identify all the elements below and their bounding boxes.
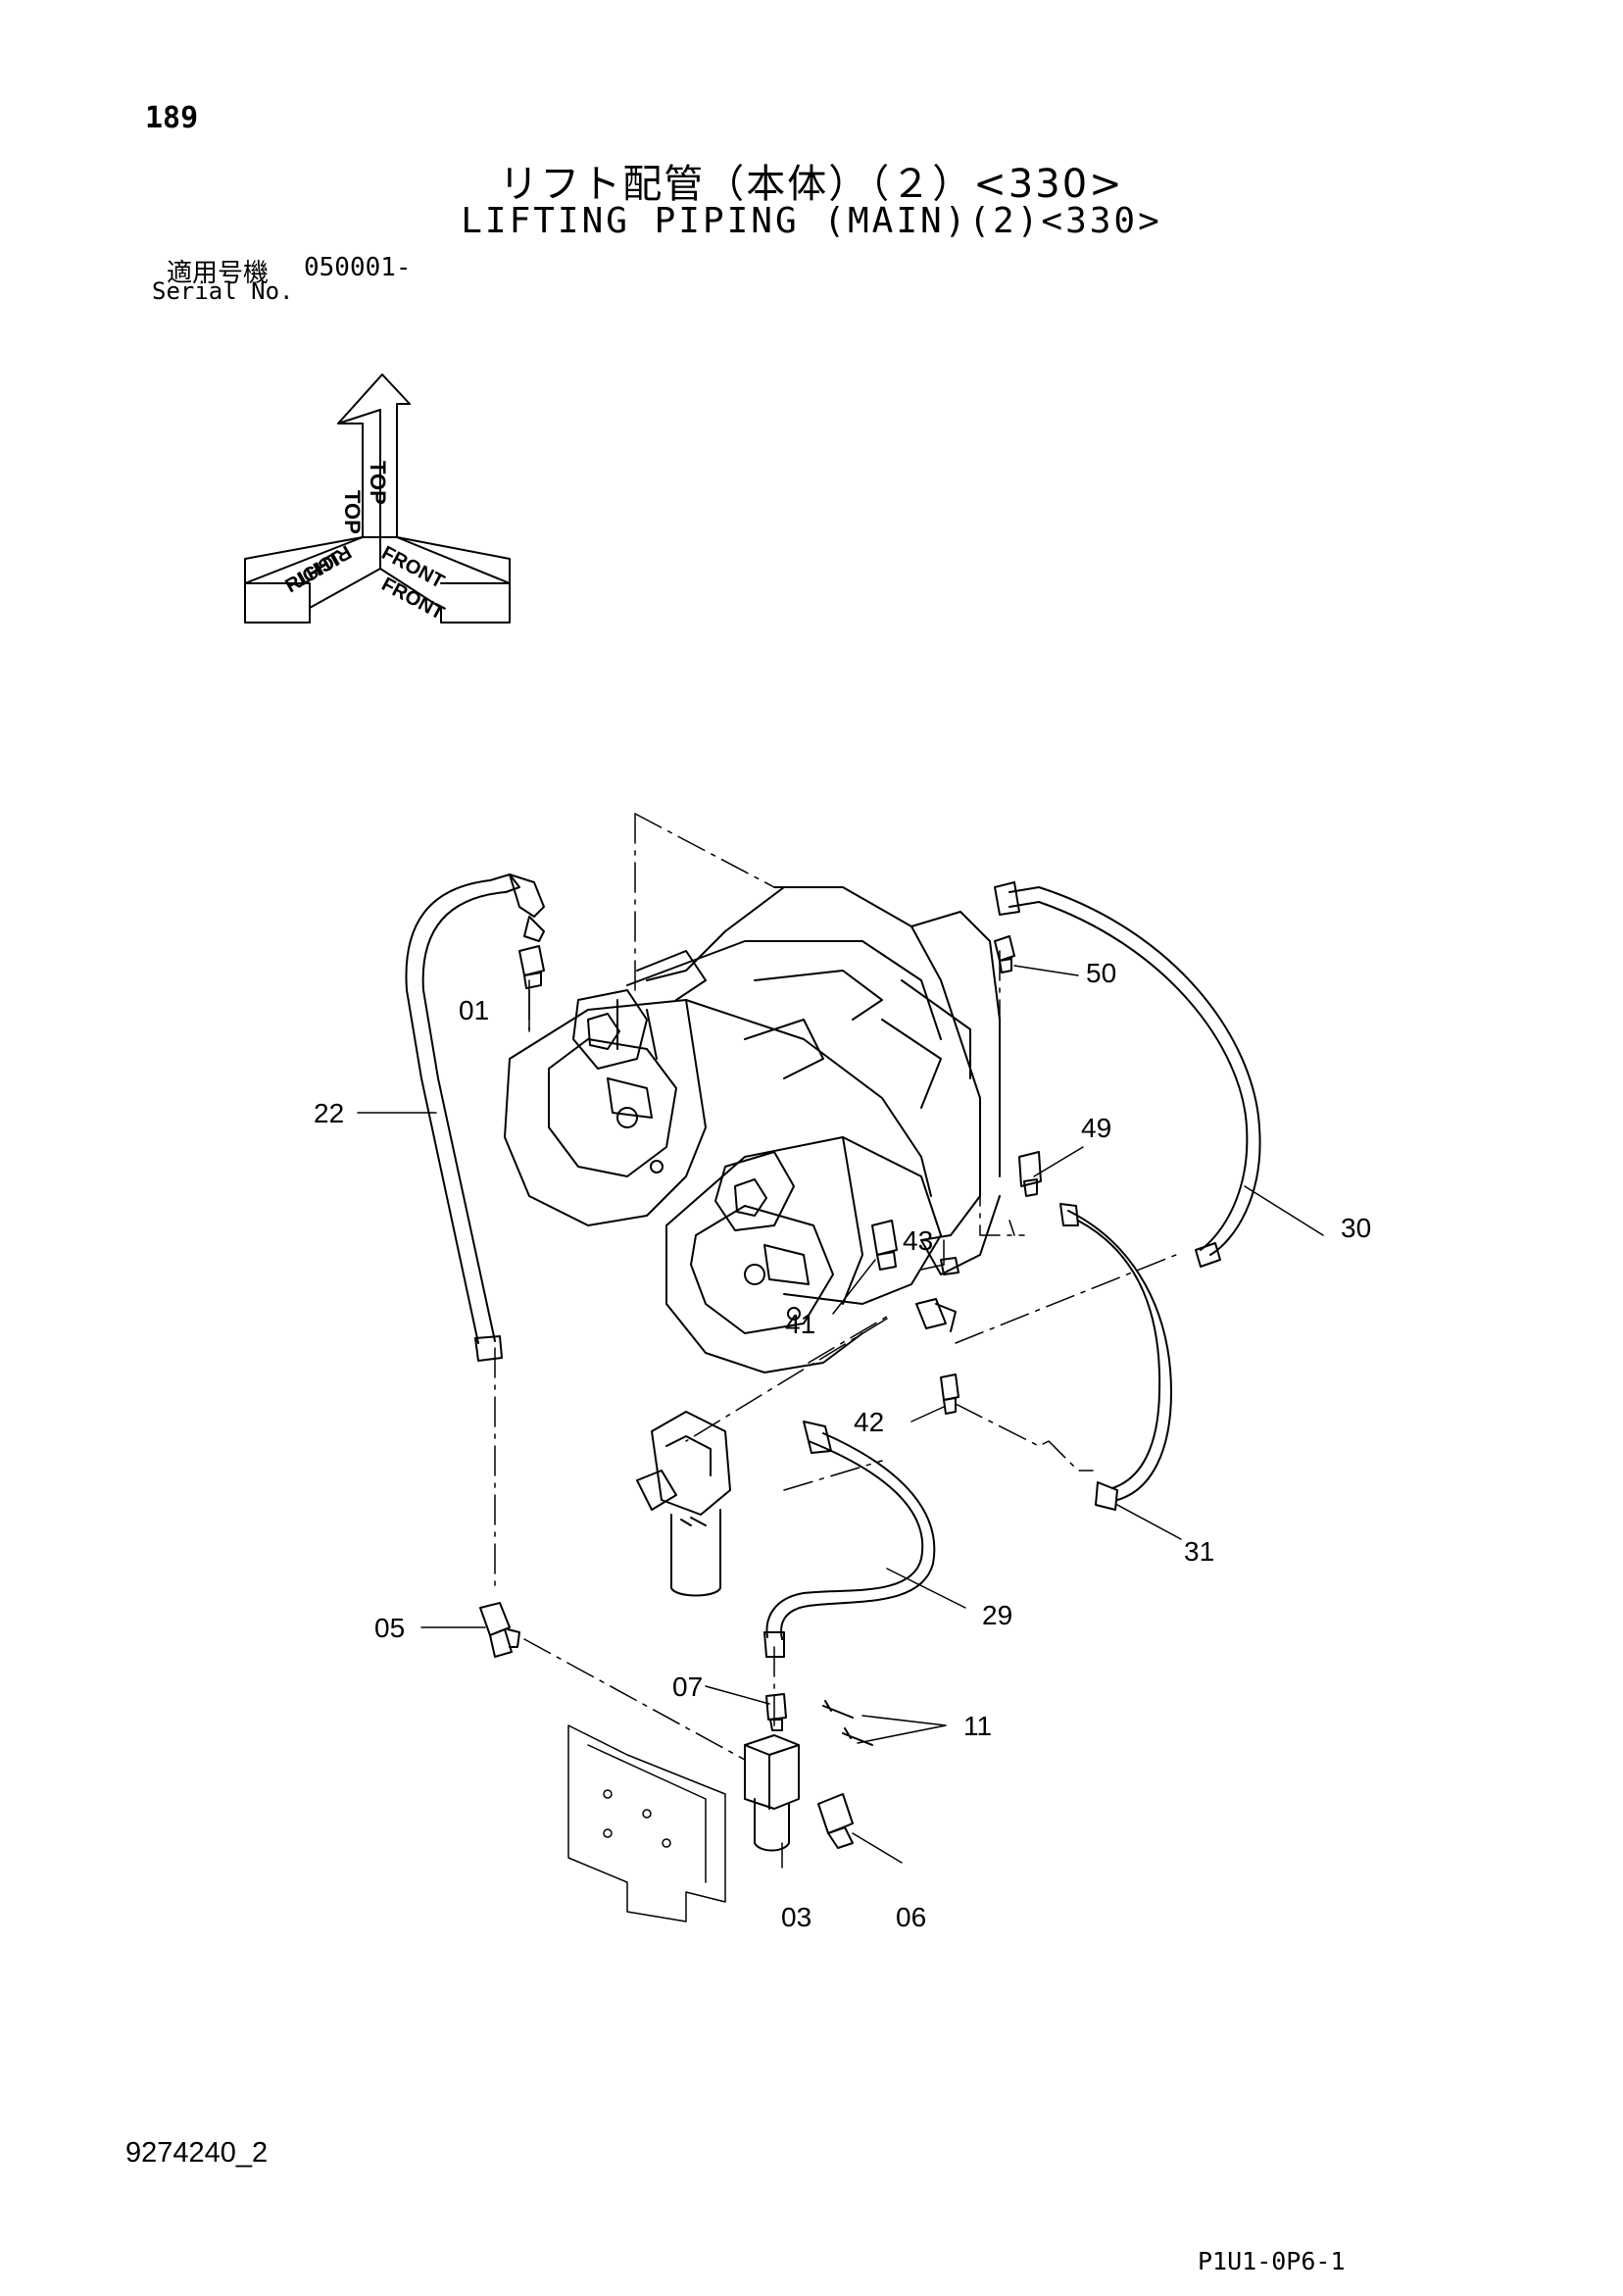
page-code: P1U1-0P6-1	[1198, 2247, 1346, 2275]
sensor-42	[940, 1373, 959, 1415]
orientation-top-label: TOP	[340, 490, 365, 534]
callout-50: 50	[1086, 958, 1116, 988]
fitting-49	[1018, 1151, 1042, 1197]
bolts-11	[822, 1700, 873, 1746]
callout-31: 31	[1184, 1536, 1214, 1567]
hose-22	[405, 873, 545, 1362]
fitting-01	[518, 945, 545, 989]
callout-07: 07	[672, 1672, 703, 1702]
serial-number-value: 050001-	[304, 253, 412, 282]
hose-29	[763, 1421, 936, 1658]
callout-labels: 01 22 50 49 30 43 41 42 31 29 05 07 11 0…	[314, 958, 1371, 1932]
fitting-07	[765, 1693, 787, 1731]
page-title-english: LIFTING PIPING (MAIN)(2)<330>	[461, 201, 1162, 241]
callout-49: 49	[1081, 1113, 1111, 1143]
hose-31	[1059, 1203, 1172, 1511]
filter-03	[744, 1734, 800, 1852]
sensor-41	[871, 1220, 898, 1271]
tee-fitting	[915, 1298, 957, 1332]
callout-29: 29	[982, 1600, 1012, 1630]
fitting-50	[994, 935, 1015, 973]
hose-30	[994, 881, 1261, 1268]
leader-lines	[357, 965, 1324, 1869]
serial-label-english: Serial No.	[152, 277, 294, 305]
callout-22: 22	[314, 1098, 344, 1128]
callout-42: 42	[854, 1407, 884, 1437]
page-title-japanese: リフト配管（本体）（２）<330>	[499, 162, 1124, 207]
document-number: 9274240_2	[125, 2137, 269, 2169]
pilot-valve-unit	[636, 1411, 731, 1597]
callout-41: 41	[785, 1309, 815, 1339]
callout-43: 43	[903, 1225, 933, 1256]
callout-01: 01	[459, 995, 489, 1025]
orientation-top-label-2: TOP	[366, 461, 390, 505]
fitting-05	[479, 1602, 520, 1658]
main-pump-assembly	[504, 886, 1001, 1373]
serial-label-japanese: 適用号機	[167, 259, 270, 288]
callout-05: 05	[374, 1613, 405, 1643]
dash-dot-leaders	[494, 813, 1177, 1761]
orientation-compass: TOP TOP RIGHT RIGHT FRONT FRONT	[244, 374, 511, 624]
callout-03: 03	[781, 1902, 812, 1932]
callout-30: 30	[1341, 1213, 1371, 1243]
callout-11: 11	[963, 1711, 992, 1741]
mounting-bracket	[567, 1724, 726, 1922]
page-number: 189	[145, 101, 199, 135]
callout-06: 06	[896, 1902, 926, 1932]
plug-43	[940, 1257, 959, 1275]
sensor-06	[817, 1793, 854, 1849]
